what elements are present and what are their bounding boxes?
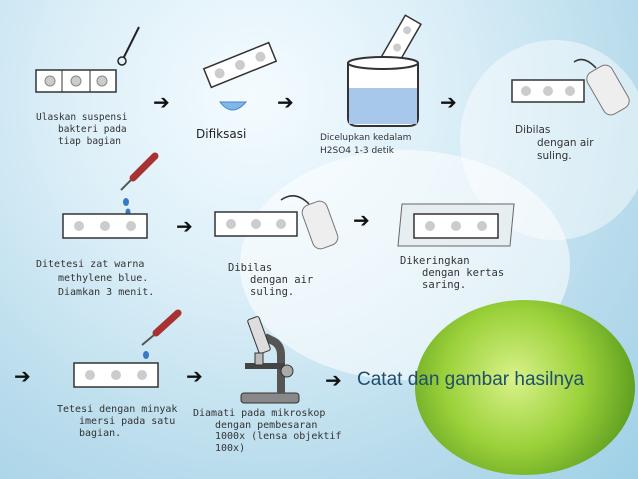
arrow-right-icon: ➔ <box>353 208 370 232</box>
arrow-right-icon: ➔ <box>153 90 170 114</box>
slide-with-dropper-oil <box>73 309 182 388</box>
bg-flower-center <box>415 300 635 475</box>
slide-over-flame <box>202 41 278 111</box>
step-2-label: Difiksasi <box>196 127 247 141</box>
step-9-label: Diamati pada mikroskop dengan pembesaran… <box>193 408 342 454</box>
slide-with-wash-bottle <box>214 195 339 250</box>
arrow-right-icon: ➔ <box>14 364 31 388</box>
slide-on-filter-paper <box>397 203 515 247</box>
step-8-label: Tetesi dengan minyak imersi pada satu ba… <box>57 404 178 439</box>
microscope-icon <box>240 316 300 404</box>
arrow-right-icon: ➔ <box>277 90 294 114</box>
arrow-right-icon: ➔ <box>440 90 457 114</box>
step-3-label: Dicelupkan kedalam H2SO4 1-3 detik <box>320 133 412 156</box>
slide-with-dropper-methylene-blue <box>62 152 159 239</box>
step-7-label: Dikeringkan dengan kertas saring. <box>400 255 505 291</box>
step-4-label: Dibilas dengan air suling. <box>515 124 594 162</box>
step-1-label: Ulaskan suspensi bakteri pada tiap bagia… <box>36 112 128 147</box>
beaker-with-slide <box>347 14 422 127</box>
arrow-right-icon: ➔ <box>176 214 193 238</box>
step-5-label: Ditetesi zat warna methylene blue. Diamk… <box>36 259 155 298</box>
arrow-right-icon: ➔ <box>325 368 342 392</box>
slide-with-inoculating-loop <box>35 26 140 93</box>
slide-with-wash-bottle <box>511 58 630 116</box>
conclusion-text: Catat dan gambar hasilnya <box>357 369 585 390</box>
step-6-label: Dibilas dengan air suling. <box>228 262 314 298</box>
arrow-right-icon: ➔ <box>186 364 203 388</box>
